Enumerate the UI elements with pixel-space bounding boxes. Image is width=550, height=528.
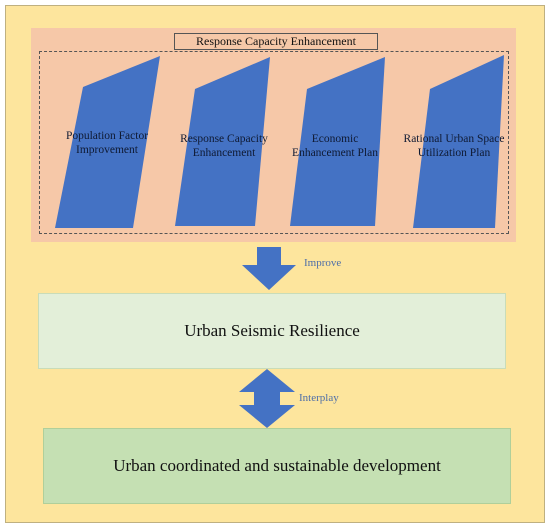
development-label: Urban coordinated and sustainable develo… xyxy=(113,456,441,475)
sustainable-development-box: Urban coordinated and sustainable develo… xyxy=(43,428,511,504)
interplay-label: Interplay xyxy=(299,392,339,404)
components-dashed-box xyxy=(39,51,509,234)
component-shape-economic xyxy=(290,57,385,226)
component-shape-urban-space xyxy=(413,55,504,228)
interplay-arrow xyxy=(239,369,295,428)
component-shape-response xyxy=(175,57,270,226)
component-label-economic: Economic Enhancement Plan xyxy=(292,133,378,159)
resilience-label: Urban Seismic Resilience xyxy=(184,321,360,340)
component-shape-population xyxy=(55,56,160,228)
component-label-urban-space: Rational Urban Space Utilization Plan xyxy=(403,133,505,159)
improve-label: Improve xyxy=(304,257,342,269)
urban-seismic-resilience-box: Urban Seismic Resilience xyxy=(38,293,506,369)
component-label-population: Population Factor Improvement xyxy=(65,130,149,156)
panel-title: Response Capacity Enhancement xyxy=(174,33,378,50)
component-label-response: Response Capacity Enhancement xyxy=(180,133,268,159)
improve-arrow xyxy=(242,247,296,290)
